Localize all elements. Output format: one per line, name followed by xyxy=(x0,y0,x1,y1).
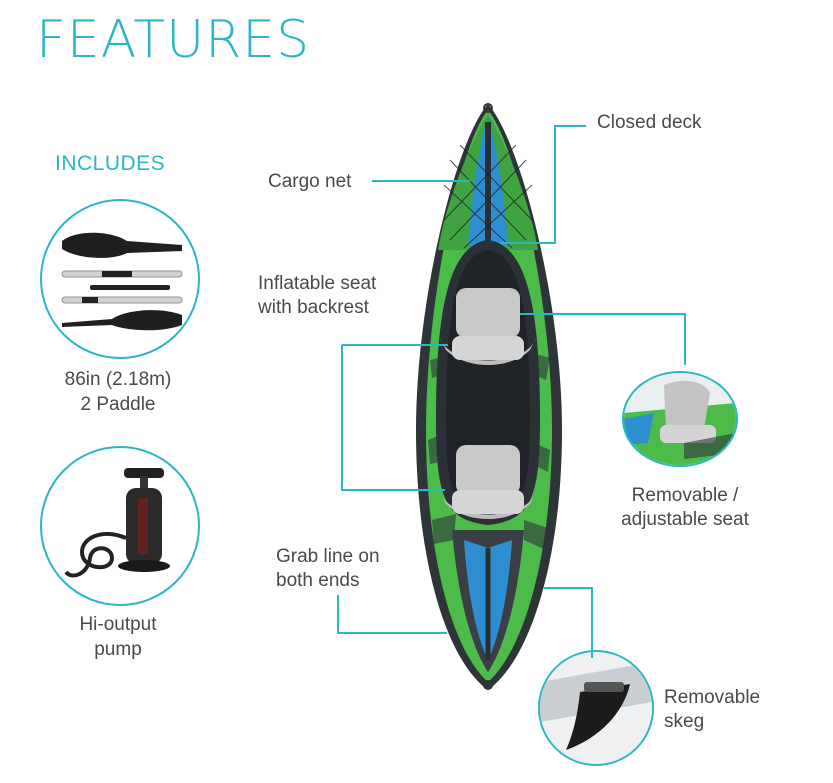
paddle-caption: 86in (2.18m) 2 Paddle xyxy=(40,367,196,417)
pump-caption: Hi-output pump xyxy=(40,612,196,662)
pump-icon xyxy=(64,468,170,578)
pump-caption-line1: Hi-output xyxy=(79,614,157,635)
paddle-caption-line1: 86in (2.18m) xyxy=(64,369,172,390)
paddle-icon xyxy=(61,232,183,331)
skeg-leader xyxy=(544,587,593,658)
inflatable-seat-line2: with backrest xyxy=(258,297,369,318)
seat-detail-circle xyxy=(622,371,738,467)
pump-caption-line2: pump xyxy=(94,639,142,660)
removable-seat-leader xyxy=(520,313,686,365)
removable-seat-line1: Removable / xyxy=(631,485,739,506)
removable-seat-label: Removable / adjustable seat xyxy=(610,484,760,532)
skeg-line1: Removable xyxy=(664,687,761,708)
grab-line-leader xyxy=(337,595,447,634)
inflatable-seat-label: Inflatable seat with backrest xyxy=(258,272,376,320)
skeg-detail-circle xyxy=(538,650,654,766)
grab-line-line1: Grab line on xyxy=(276,546,380,567)
removable-seat-line2: adjustable seat xyxy=(621,509,749,530)
pump-circle xyxy=(40,446,200,606)
includes-heading: INCLUDES xyxy=(55,152,166,175)
seat-leader-bracket xyxy=(341,345,445,491)
skeg-label: Removable skeg xyxy=(664,686,760,734)
kayak-image xyxy=(416,103,562,690)
grab-line-line2: both ends xyxy=(276,570,360,591)
page-title: FEATURES xyxy=(36,10,311,70)
skeg-line2: skeg xyxy=(664,711,705,732)
paddle-circle xyxy=(40,199,200,359)
inflatable-seat-line1: Inflatable seat xyxy=(258,273,377,294)
paddle-caption-line2: 2 Paddle xyxy=(80,394,156,415)
grab-line-label: Grab line on both ends xyxy=(276,545,380,593)
skeg-icon xyxy=(540,652,652,764)
cargo-net-label: Cargo net xyxy=(268,171,352,192)
closed-deck-label: Closed deck xyxy=(597,112,702,133)
closed-deck-leader xyxy=(500,125,586,244)
